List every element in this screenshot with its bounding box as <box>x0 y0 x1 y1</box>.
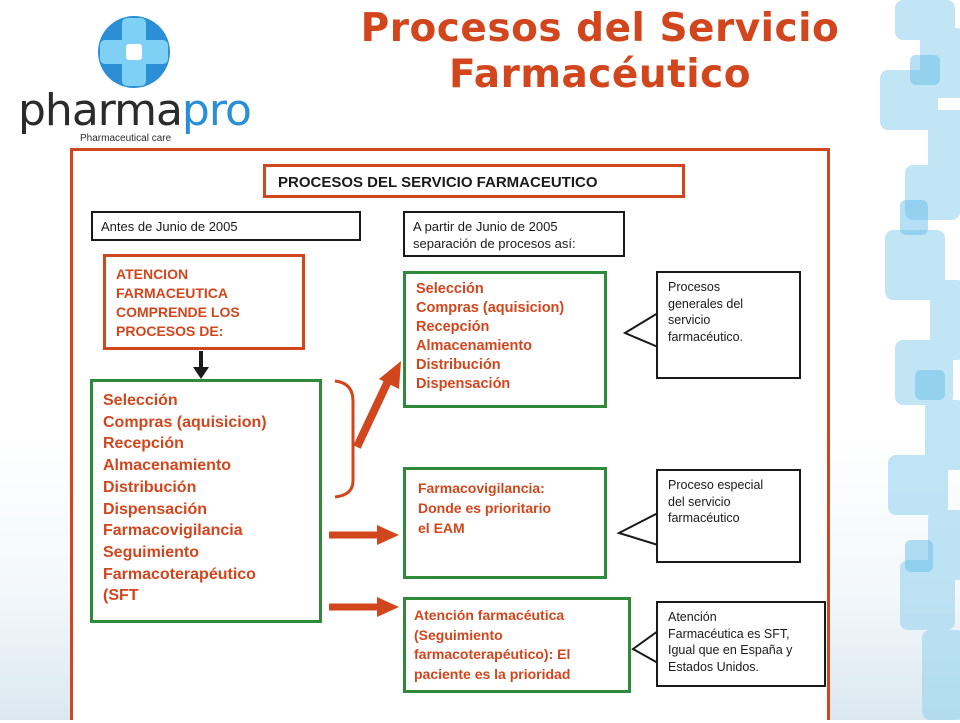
farmaco-box-line: Donde es prioritario <box>418 500 552 516</box>
procesos-list-item: Farmacovigilancia <box>103 522 243 540</box>
logo-word-pharma: pharma <box>18 85 183 136</box>
logo-word-pro: pro <box>181 85 252 136</box>
procesos-list-item: Farmacoterapéutico <box>103 565 256 583</box>
callout-1-pointer <box>622 311 659 349</box>
callout-2-pointer <box>616 511 659 547</box>
atencion-box-line: FARMACEUTICA <box>116 285 228 301</box>
bottom-arrow-head <box>377 597 399 617</box>
callout-procesos-generales: Procesos generales del servicio farmacéu… <box>656 271 801 379</box>
down-arrow-head <box>193 367 209 379</box>
callout-2-line: farmacéutico <box>668 511 740 525</box>
atencion-sft-box: Atención farmacéutica (Seguimiento farma… <box>403 597 631 693</box>
atencion-box-line: ATENCION <box>116 266 189 282</box>
atencion-sft-line: paciente es la prioridad <box>414 665 571 682</box>
procesos-list-item: (SFT <box>103 587 139 605</box>
callout-proceso-especial: Proceso especial del servicio farmacéuti… <box>656 469 801 563</box>
farmaco-box-line: el EAM <box>418 520 465 536</box>
atencion-box-line: PROCESOS DE: <box>116 323 224 339</box>
seleccion-box-item: Selección <box>416 281 484 297</box>
atencion-sft-line: farmacoterapéutico): El <box>414 646 571 662</box>
seleccion-box-item: Compras (aquisicion) <box>416 300 565 316</box>
slide-title-line-2: Farmacéutico <box>448 52 752 97</box>
atencion-sft-line: Atención farmacéutica <box>414 607 565 623</box>
farmacovigilancia-box: Farmacovigilancia: Donde es prioritario … <box>403 467 607 579</box>
seleccion-box-item: Almacenamiento <box>416 338 533 354</box>
callout-atencion-sft: Atención Farmacéutica es SFT, Igual que … <box>656 601 826 687</box>
middle-arrow-head <box>377 525 399 545</box>
callout-1-line: generales del <box>668 296 744 311</box>
procesos-list-item: Recepción <box>103 435 184 453</box>
diagram-main-title: PROCESOS DEL SERVICIO FARMACEUTICO <box>263 164 685 198</box>
procesos-list-item: Seguimiento <box>103 543 200 561</box>
after-date-label: A partir de Junio de 2005 separación de … <box>403 211 625 257</box>
callout-3-pointer <box>631 629 659 665</box>
callout-2-line: del servicio <box>668 494 731 509</box>
atencion-farmaceutica-box: ATENCION FARMACEUTICA COMPRENDE LOS PROC… <box>103 254 305 350</box>
grouping-bracket <box>334 379 355 499</box>
atencion-box-line: COMPRENDE LOS <box>116 304 240 320</box>
logo-cross-icon <box>98 16 170 88</box>
callout-1-line: servicio <box>668 313 711 327</box>
callout-3-line: Atención <box>668 610 717 624</box>
callout-3-line: Estados Unidos. <box>668 659 760 674</box>
seleccion-box-item: Recepción <box>416 319 490 335</box>
procesos-list-item: Almacenamiento <box>103 457 232 475</box>
logo-tagline: Pharmaceutical care <box>80 133 172 144</box>
atencion-sft-line: (Seguimiento <box>414 626 503 643</box>
procesos-list-item: Selección <box>103 392 178 409</box>
procesos-list-box: Selección Compras (aquisicion) Recepción… <box>90 379 322 623</box>
logo-wordmark: pharmapro <box>18 85 252 136</box>
diagram-frame: PROCESOS DEL SERVICIO FARMACEUTICO Antes… <box>70 148 830 720</box>
after-label-line: separación de procesos así: <box>413 236 576 251</box>
diagonal-arrow-shaft <box>353 377 393 449</box>
after-label-line: A partir de Junio de 2005 <box>413 219 558 234</box>
diagonal-arrow-head <box>379 361 401 389</box>
pharmapro-logo: pharmapro Pharmaceutical care <box>8 8 252 148</box>
seleccion-box-item: Distribución <box>416 357 501 373</box>
procesos-list-item: Distribución <box>103 478 197 496</box>
callout-3-line: Farmacéutica es SFT, <box>668 626 790 641</box>
seleccion-box-item: Dispensación <box>416 376 511 392</box>
procesos-generales-box: Selección Compras (aquisicion) Recepción… <box>403 271 607 408</box>
procesos-list-item: Compras (aquisicion) <box>103 413 267 431</box>
slide-title-line-1: Procesos del Servicio <box>360 6 840 51</box>
procesos-list-item: Dispensación <box>103 500 208 518</box>
callout-1-line: Procesos <box>668 280 721 294</box>
callout-3-line: Igual que en España y <box>668 643 793 657</box>
slide-title: Procesos del Servicio Farmacéutico <box>300 6 900 98</box>
before-date-label: Antes de Junio de 2005 <box>91 211 361 241</box>
callout-1-line: farmacéutico. <box>668 329 744 344</box>
callout-2-line: Proceso especial <box>668 478 764 492</box>
farmaco-box-line: Farmacovigilancia: <box>418 480 545 496</box>
